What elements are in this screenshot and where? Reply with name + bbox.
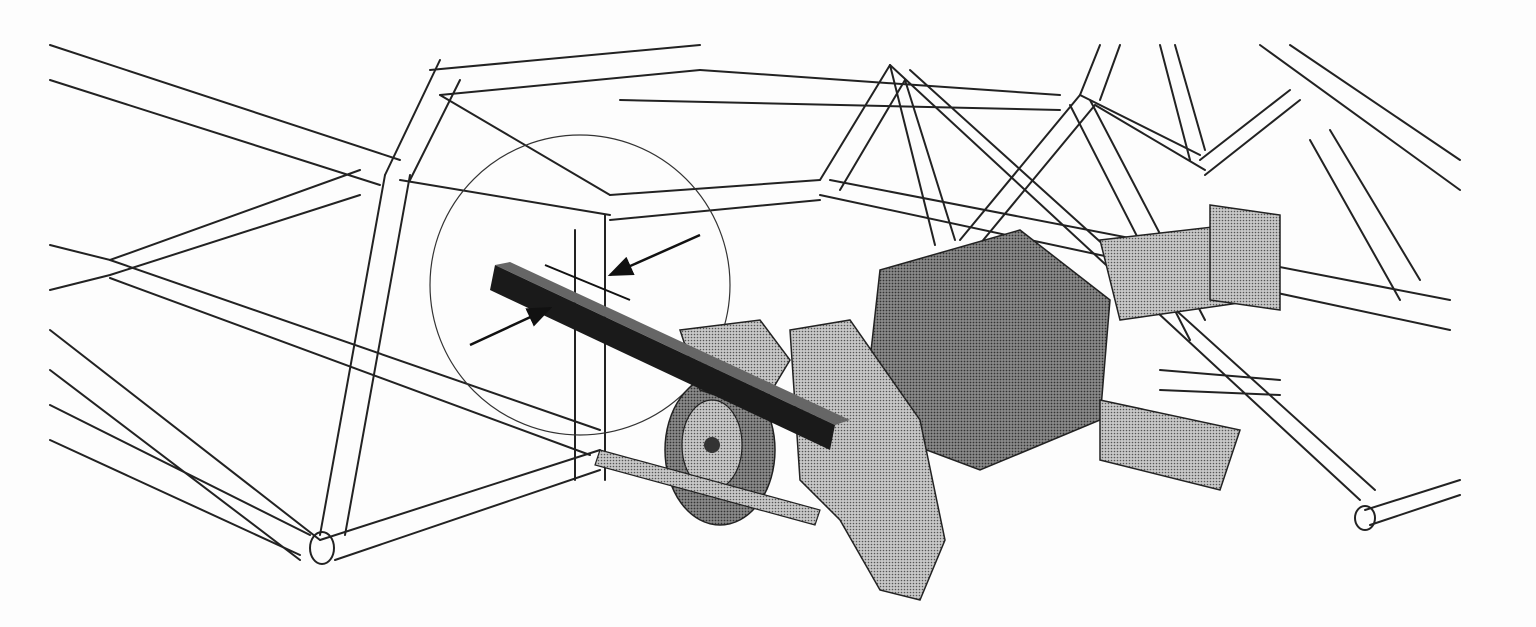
differential-housing <box>869 204 1281 491</box>
measurement-arrows <box>469 233 701 347</box>
reference-line <box>544 264 631 301</box>
wheel-outline <box>429 134 731 436</box>
right-bracket <box>1099 399 1241 491</box>
measure-arrow-lower <box>469 306 553 347</box>
axle-flange <box>1209 204 1281 311</box>
lower-link <box>594 449 821 526</box>
right-frame-tubes <box>619 44 1461 531</box>
measure-arrow-upper <box>607 233 701 277</box>
hub-nut <box>704 437 720 453</box>
hub-bracket <box>789 319 946 601</box>
left-frame-tubes <box>49 44 821 565</box>
alignment-bar <box>490 262 850 450</box>
